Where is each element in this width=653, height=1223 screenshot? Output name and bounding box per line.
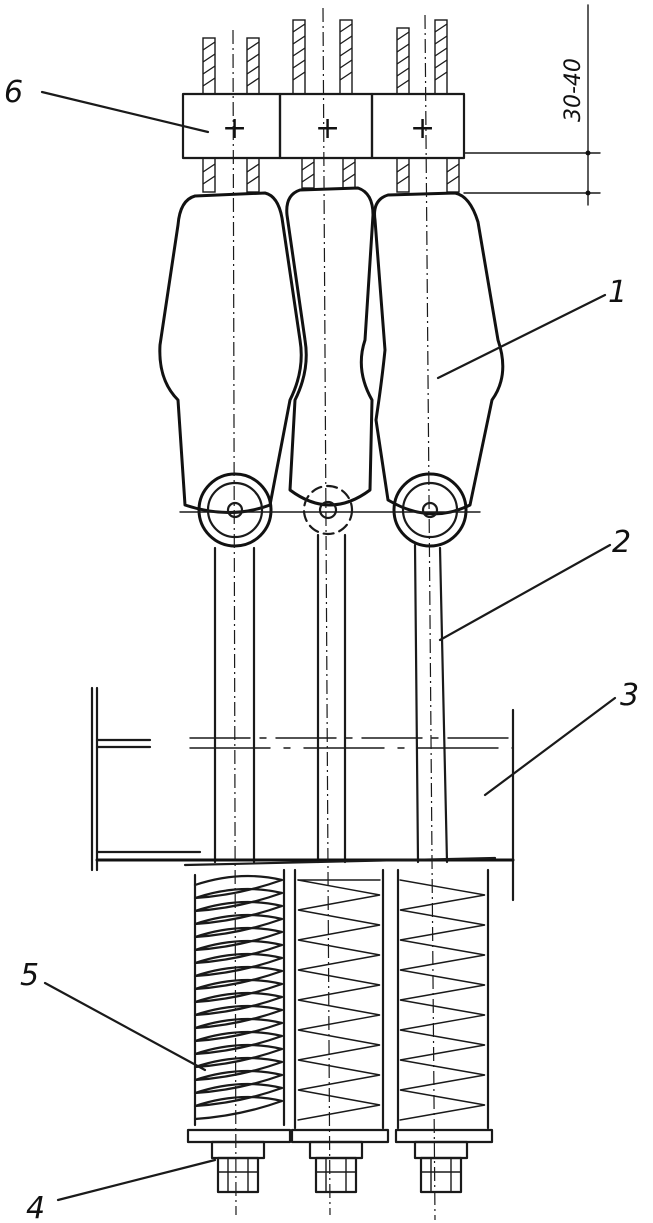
dimension-label: 30-40	[561, 58, 586, 122]
holder-body-right	[373, 191, 505, 516]
clamp-mark-right: +	[410, 111, 435, 146]
clamp-mark-left: +	[222, 111, 247, 146]
callout-3: 3	[620, 678, 639, 713]
callout-2: 2	[612, 525, 631, 560]
callout-6: 6	[4, 75, 23, 110]
pivot-pins	[179, 472, 481, 548]
holder-body-left	[158, 191, 303, 514]
conductor-rods	[202, 19, 460, 193]
callout-1: 1	[608, 275, 627, 310]
holder-bodies	[158, 186, 505, 516]
leader-lines	[40, 90, 617, 1202]
holder-body-middle	[285, 186, 375, 507]
frame-beam	[90, 686, 515, 902]
callout-labels: 6 1 2 3 5 4	[4, 75, 639, 1223]
dimension-annotation: 30-40	[463, 4, 601, 206]
springs	[193, 868, 490, 1130]
spring-left	[193, 874, 284, 1121]
rod-hatching	[202, 23, 460, 185]
bottom-nuts	[186, 1128, 494, 1194]
spring-middle	[297, 879, 381, 1121]
clamp-block: + + +	[181, 92, 466, 160]
callout-4: 4	[26, 1191, 45, 1223]
spring-right	[399, 879, 486, 1121]
guide-rods	[213, 533, 449, 864]
callout-5: 5	[20, 958, 39, 993]
center-axes	[232, 7, 436, 1221]
clamp-mark-middle: +	[315, 111, 340, 146]
